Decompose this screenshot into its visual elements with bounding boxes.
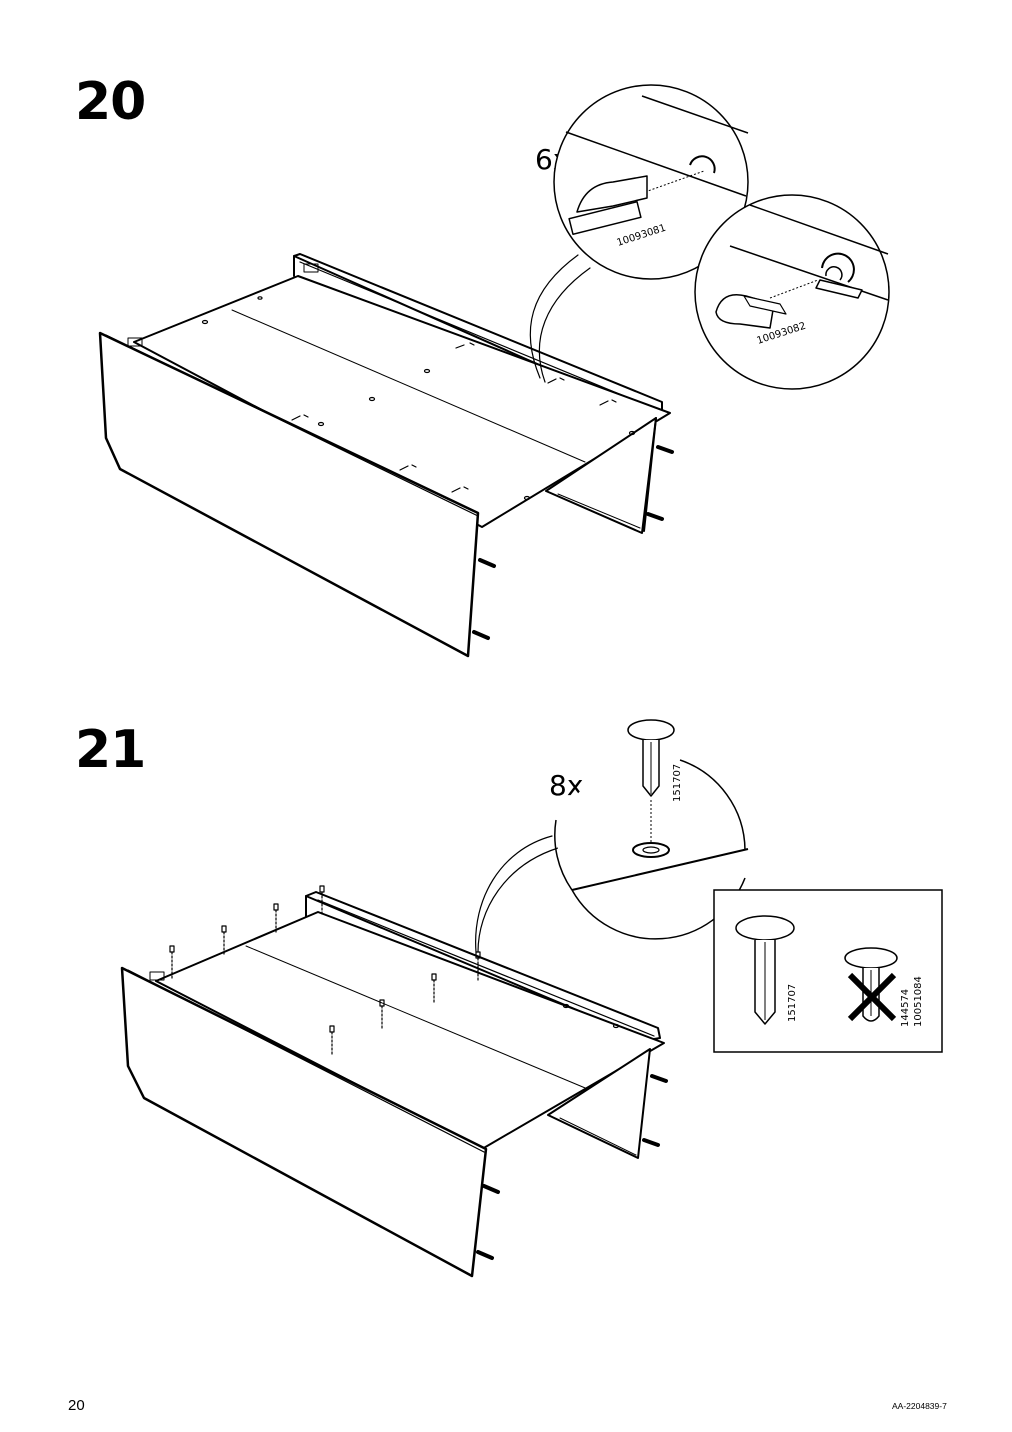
step-21-number: 21 xyxy=(75,720,146,780)
detail-circle-10093082: 10093082 xyxy=(694,194,890,390)
step-21-illustration: 151707 151707 144574 10051084 xyxy=(120,719,943,1278)
part-number-151707: 151707 xyxy=(672,764,683,802)
detail-circle-151707: 151707 xyxy=(554,719,749,940)
step-20-illustration: 10093081 10093082 xyxy=(98,84,890,658)
right-side-panel xyxy=(547,1048,668,1159)
incorrect-part-number-2: 10051084 xyxy=(913,976,924,1027)
step-20-number: 20 xyxy=(75,72,146,132)
callout-pointer-step-20 xyxy=(538,267,591,383)
incorrect-part-number-1: 144574 xyxy=(900,989,911,1027)
callout-pointer-step-21 xyxy=(477,847,559,953)
dowel-marks xyxy=(201,296,636,501)
front-panel xyxy=(98,331,496,658)
document-code: AA-2204839-7 xyxy=(892,1401,947,1411)
detail-circle-10093081: 10093081 xyxy=(553,84,749,280)
page-number: 20 xyxy=(68,1397,85,1414)
correct-fastener xyxy=(735,915,795,1025)
right-side-panel xyxy=(545,417,674,534)
fastener-comparison-box: 151707 144574 10051084 xyxy=(713,889,943,1053)
front-panel xyxy=(120,966,500,1278)
correct-part-number: 151707 xyxy=(787,984,798,1022)
fasteners xyxy=(169,885,620,1057)
cross-out-icon xyxy=(847,972,897,1022)
